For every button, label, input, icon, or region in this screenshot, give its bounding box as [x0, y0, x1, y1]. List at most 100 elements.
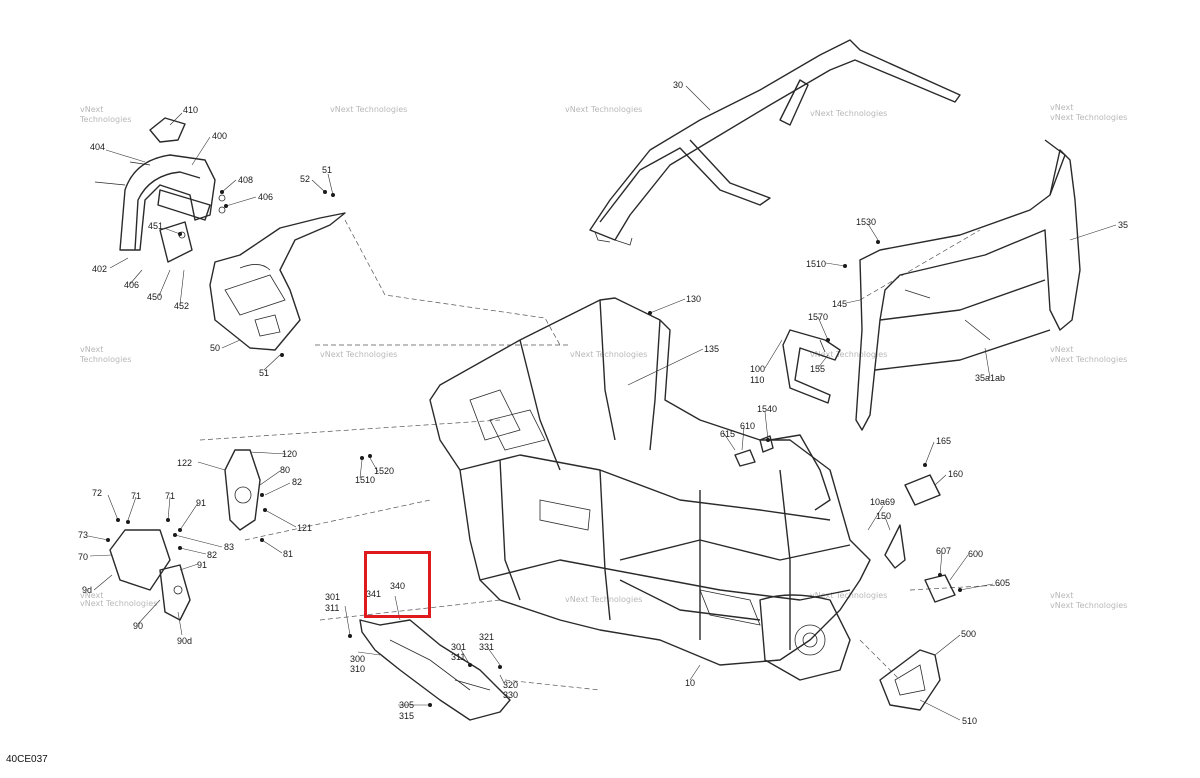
watermark-text: vNext Technologies: [1050, 113, 1127, 122]
callout-label: 110: [750, 375, 764, 385]
watermark-text: vNext Technologies: [565, 105, 642, 114]
rear-brackets: [734, 435, 956, 711]
callout-label: 330: [503, 690, 518, 700]
callout-label: 311: [451, 652, 465, 662]
callout-label: 135: [704, 344, 719, 354]
callout-label: 160: [948, 469, 963, 479]
callout-label: 51: [322, 165, 332, 175]
watermark-text: vNext: [80, 591, 103, 600]
callout-label: 73: [78, 530, 88, 540]
callout-label: 120: [282, 449, 297, 459]
roll-cage-rear: [855, 139, 1081, 431]
callout-label: 52: [300, 174, 310, 184]
watermark-layer: vNext Technologies vNext Technologies vN…: [79, 103, 1127, 610]
callout-label: 165: [936, 436, 951, 446]
callout-label: 300: [350, 654, 365, 664]
callout-label: 605: [995, 578, 1010, 588]
watermark-text: vNext: [1050, 591, 1073, 600]
callout-label: 72: [92, 488, 102, 498]
watermark-text: vNext Technologies: [810, 591, 887, 600]
callout-label: 315: [399, 711, 414, 721]
watermark-text: vNext Technologies: [330, 105, 407, 114]
callout-label: 121: [297, 523, 312, 533]
callout-label: 301: [325, 592, 340, 602]
callout-label: 1540: [757, 404, 777, 414]
callout-label: 35: [1118, 220, 1128, 230]
callout-label: 155: [810, 364, 825, 374]
callout-label: 35a1ab: [975, 373, 1005, 383]
hardware-dots: [106, 190, 962, 707]
callout-label: 71: [131, 491, 141, 501]
front-skid-plate: [209, 212, 346, 351]
callout-label: 341: [366, 589, 381, 599]
callout-label: 71: [165, 491, 175, 501]
callout-label: 600: [968, 549, 983, 559]
watermark-text: vNext Technologies: [810, 109, 887, 118]
callout-label: 450: [147, 292, 162, 302]
watermark-text: vNext: [1050, 103, 1073, 112]
callout-label: 408: [238, 175, 253, 185]
callout-label: 82: [292, 477, 302, 487]
watermark-text: vNext Technologies: [565, 595, 642, 604]
callout-label: 410: [183, 105, 198, 115]
callout-label: 1570: [808, 312, 828, 322]
callout-labels: 410 400 404 408 406 451 402 406 450 452 …: [78, 80, 1128, 726]
watermark-text: vNext: [80, 345, 103, 354]
callout-label: 500: [961, 629, 976, 639]
callout-label: 10: [685, 678, 695, 688]
roll-cage-front: [589, 39, 961, 246]
callout-label: 150: [876, 511, 891, 521]
callout-label: 320: [503, 680, 518, 690]
callout-label: 80: [280, 465, 290, 475]
front-bumper-assembly: [94, 117, 226, 263]
callout-label: 91: [196, 498, 206, 508]
callout-label: 510: [962, 716, 977, 726]
callout-label: 404: [90, 142, 105, 152]
callout-label: 311: [325, 603, 339, 613]
callout-label: 452: [174, 301, 189, 311]
watermark-text: vNext: [80, 105, 103, 114]
watermark-text: vNext Technologies: [320, 350, 397, 359]
callout-label: 406: [258, 192, 273, 202]
callout-label: 30: [673, 80, 683, 90]
callout-label: 331: [479, 642, 494, 652]
callout-label: 130: [686, 294, 701, 304]
callout-label: 91: [197, 560, 207, 570]
callout-label: 10a69: [870, 497, 895, 507]
callout-label: 90: [133, 621, 143, 631]
diagram-code: 40CE037: [6, 754, 48, 765]
main-frame: [429, 297, 871, 681]
callout-label: 50: [210, 343, 220, 353]
watermark-text: vNext Technologies: [810, 350, 887, 359]
callout-label: 406: [124, 280, 139, 290]
callout-label: 82: [207, 550, 217, 560]
callout-label: 1520: [374, 466, 394, 476]
callout-label: 610: [740, 421, 755, 431]
callout-label: 305: [399, 700, 414, 710]
callout-label: 51: [259, 368, 269, 378]
watermark-text: vNext Technologies: [570, 350, 647, 359]
front-lower-skid: [359, 619, 511, 721]
callout-label: 145: [832, 299, 847, 309]
watermark-text: Technologies: [79, 115, 131, 124]
callout-label: 1510: [806, 259, 826, 269]
callout-label: 100: [750, 364, 765, 374]
callout-label: 1510: [355, 475, 375, 485]
callout-label: 340: [390, 581, 405, 591]
side-bar-100: [782, 329, 841, 404]
callout-label: 310: [350, 664, 365, 674]
watermark-text: vNext: [1050, 345, 1073, 354]
callout-label: 400: [212, 131, 227, 141]
callout-label: 81: [283, 549, 293, 559]
callout-label: 1530: [856, 217, 876, 227]
callout-label: 321: [479, 632, 494, 642]
callout-label: 451: [148, 221, 163, 231]
watermark-text: Technologies: [79, 355, 131, 364]
callout-label: 90d: [177, 636, 192, 646]
assembly-lines: [199, 219, 1001, 691]
callout-label: 122: [177, 458, 192, 468]
callout-label: 301: [451, 642, 466, 652]
highlight-box[interactable]: [364, 551, 431, 618]
left-brackets: [109, 449, 261, 621]
